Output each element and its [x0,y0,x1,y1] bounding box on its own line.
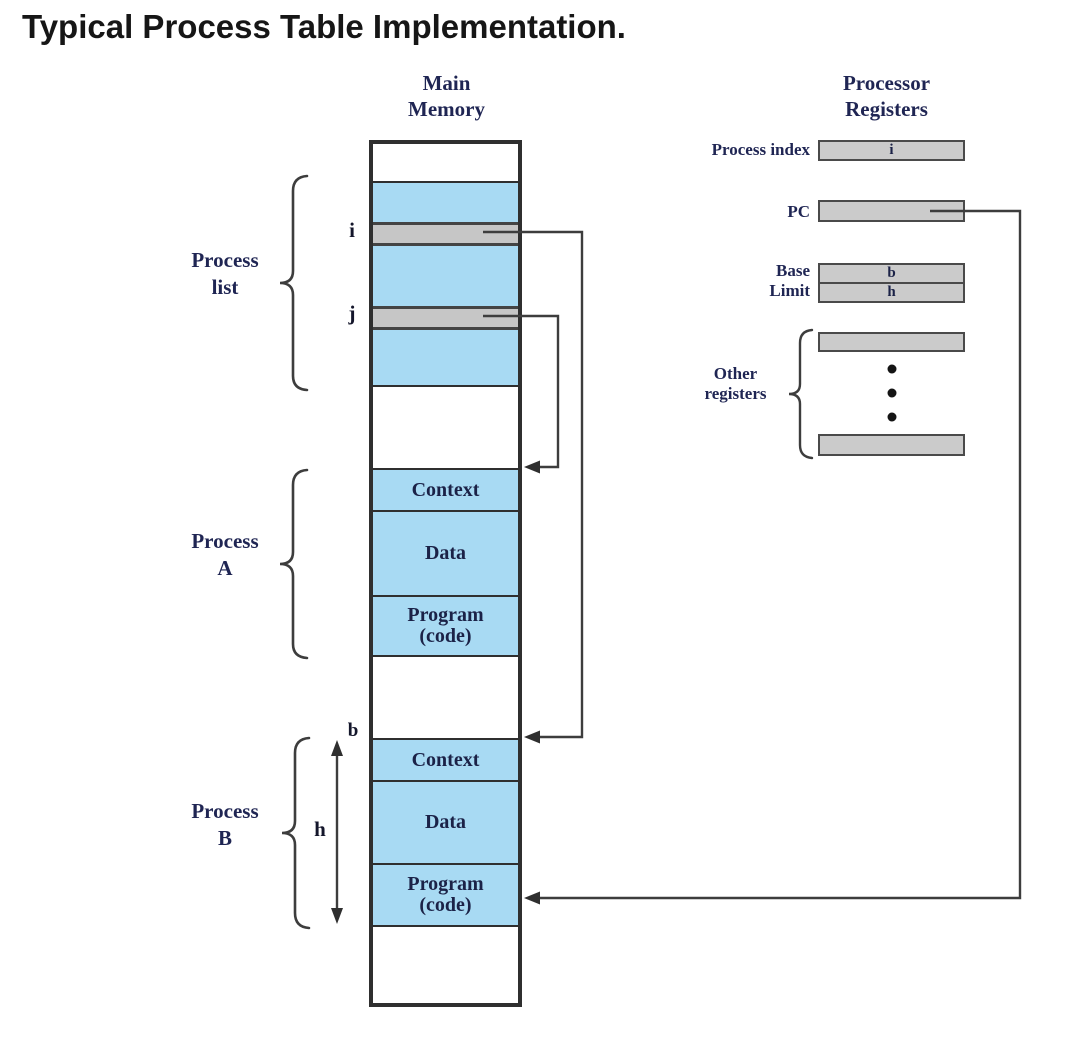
process-b-group-label: Process B [160,798,290,852]
other-registers-label-line2: registers [704,384,767,403]
arrowhead-left-icon [524,730,540,744]
group-label-line2: list [211,275,239,299]
arrowhead-left-icon [524,891,540,905]
base-register-label: Base [776,261,810,280]
processor-registers-header-line2: Registers [845,97,928,121]
arrowhead-left-icon [524,460,540,474]
process-height-label: h [314,817,326,841]
limit-register-value: h [887,284,896,300]
process-list-segment [373,243,518,306]
base-limit-register-labels: Base Limit [652,261,810,301]
page-title: Typical Process Table Implementation. [22,8,626,45]
block-label-line2: (code) [419,894,472,916]
process-b-height-arrow [331,740,343,924]
group-label-line1: Process [191,248,259,272]
block-label: Context [411,478,480,501]
process-list-segment [373,327,518,385]
process-index-register: i [818,140,965,161]
process-a-data-block: Data [373,510,518,595]
process-index-register-label: Process index [711,140,810,159]
other-register-top [818,332,965,352]
process-a-group-label: Process A [160,528,290,582]
base-pointer-label: b [347,720,359,741]
arrowhead-up-icon [331,740,343,756]
process-list-entry-i [373,222,518,243]
memory-free-segment [373,655,518,738]
pointer-pc-to-program-b [524,209,1022,905]
process-list-entry-j [373,306,518,327]
pc-register-label: PC [787,202,810,221]
block-label: Context [411,748,480,771]
block-label-line1: Program [407,873,484,895]
main-memory-header-line2: Memory [408,97,485,121]
block-label-line1: Program [407,604,484,626]
arrowhead-down-icon [331,908,343,924]
process-index-register-value: i [889,142,894,158]
process-b-context-block: Context [373,738,518,780]
memory-free-segment [373,144,518,181]
process-list-group-label: Process list [160,247,290,301]
memory-free-segment [373,925,518,1003]
processor-registers-header: Processor Registers [789,70,984,122]
processor-registers-header-line1: Processor [842,71,931,95]
block-label: Data [424,542,467,564]
main-memory-header: Main Memory [373,70,520,122]
limit-register: h [818,282,965,303]
other-registers-label-line1: Other [713,364,758,383]
process-a-program-block: Program (code) [373,595,518,655]
process-list-segment [373,181,518,222]
entry-i-label: i [349,218,355,242]
vertical-ellipsis-icon [887,364,897,422]
group-label-line1: Process [191,529,259,553]
group-label-line2: B [217,826,232,850]
main-memory-header-line1: Main [422,71,471,95]
group-label-line1: Process [191,799,259,823]
base-register: b [818,263,965,284]
process-b-program-block: Program (code) [373,863,518,925]
group-label-line2: A [217,556,233,580]
other-registers-label: Other registers [673,364,798,404]
block-label: Data [424,811,467,833]
pc-register [818,200,965,222]
main-memory-column: Context Data Program (code) Context Data… [369,140,522,1007]
process-a-context-block: Context [373,468,518,510]
memory-free-segment [373,385,518,468]
block-label-line2: (code) [419,625,472,647]
process-b-data-block: Data [373,780,518,863]
entry-j-label: j [348,301,356,325]
limit-register-label: Limit [769,281,810,300]
base-register-value: b [887,265,896,281]
other-register-bottom [818,434,965,456]
